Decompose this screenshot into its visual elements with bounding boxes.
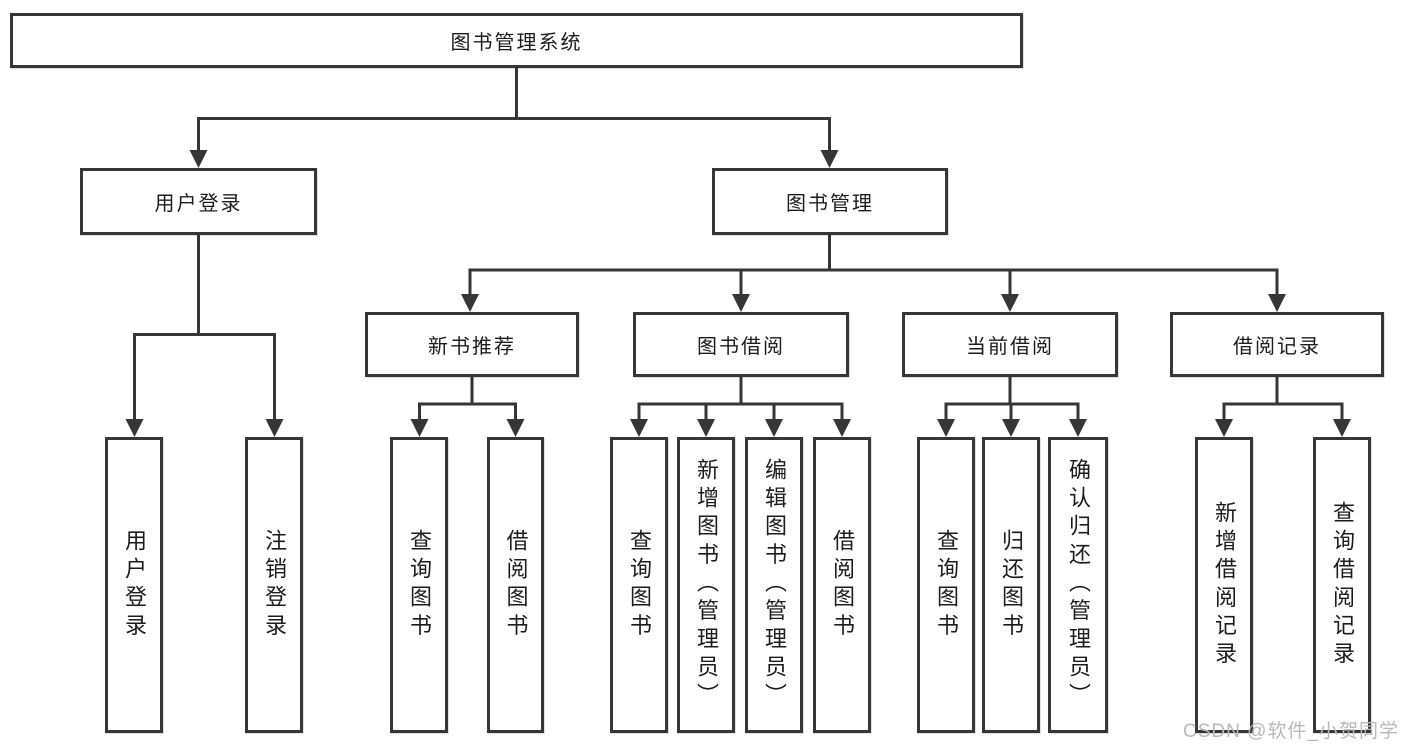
node-borrow-records: 借阅记录 — [1170, 312, 1384, 377]
leaf-confirm-return-admin-label: 确认归还（管理员） — [1066, 458, 1091, 712]
node-book-management: 图书管理 — [712, 168, 948, 235]
leaf-query-borrow-record: 查询借阅记录 — [1313, 437, 1371, 733]
leaf-query-books-3-label: 查询图书 — [934, 528, 959, 642]
leaf-borrow-books-2-label: 借阅图书 — [830, 528, 855, 642]
leaf-add-books-admin: 新增图书（管理员） — [677, 437, 735, 733]
leaf-user-login: 用户登录 — [105, 437, 163, 733]
leaf-borrow-books-1-label: 借阅图书 — [503, 528, 529, 642]
node-user-login: 用户登录 — [80, 168, 317, 235]
leaf-query-books-2-label: 查询图书 — [627, 528, 652, 642]
leaf-borrow-books-2: 借阅图书 — [813, 437, 871, 733]
node-book-borrow: 图书借阅 — [633, 312, 849, 377]
leaf-query-books-3: 查询图书 — [917, 437, 975, 733]
leaf-borrow-books-1: 借阅图书 — [487, 437, 544, 733]
leaf-add-books-admin-label: 新增图书（管理员） — [694, 458, 719, 712]
leaf-query-books-1-label: 查询图书 — [407, 528, 432, 642]
leaf-return-books: 归还图书 — [982, 437, 1040, 733]
leaf-logout: 注销登录 — [245, 437, 303, 733]
leaf-edit-books-admin: 编辑图书（管理员） — [745, 437, 803, 733]
leaf-user-login-label: 用户登录 — [122, 528, 147, 642]
leaf-query-borrow-record-label: 查询借阅记录 — [1330, 500, 1355, 670]
node-current-borrow: 当前借阅 — [902, 312, 1118, 377]
leaf-query-books-1: 查询图书 — [390, 437, 448, 733]
leaf-edit-books-admin-label: 编辑图书（管理员） — [762, 458, 787, 712]
leaf-add-borrow-record-label: 新增借阅记录 — [1212, 500, 1237, 670]
node-root-library-system: 图书管理系统 — [10, 13, 1023, 68]
leaf-logout-label: 注销登录 — [262, 528, 287, 642]
leaf-return-books-label: 归还图书 — [999, 528, 1024, 642]
csdn-watermark: CSDN @软件_小贺同学 — [1183, 721, 1399, 742]
leaf-query-books-2: 查询图书 — [610, 437, 668, 733]
leaf-add-borrow-record: 新增借阅记录 — [1195, 437, 1253, 733]
leaf-confirm-return-admin: 确认归还（管理员） — [1048, 437, 1108, 733]
node-new-book-recommend: 新书推荐 — [365, 312, 579, 377]
